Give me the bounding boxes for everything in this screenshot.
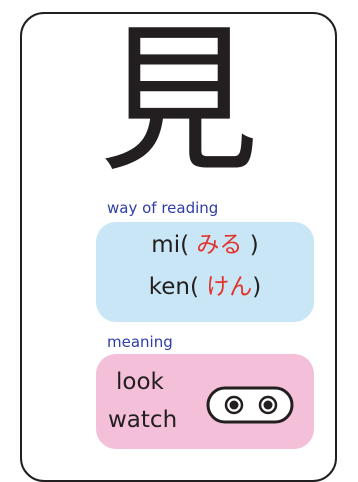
- meaning-box: look watch: [96, 354, 314, 449]
- meaning-label: meaning: [107, 333, 173, 351]
- reading-kana: けん: [198, 274, 253, 300]
- kanji-character: 見: [98, 7, 259, 194]
- reading-box: mi( みる ) ken( けん): [96, 222, 314, 322]
- meaning-word-look: look: [116, 369, 164, 395]
- reading-romaji: mi(: [151, 232, 190, 258]
- reading-kana: みる: [189, 232, 243, 258]
- reading-romaji: ken(: [148, 274, 199, 300]
- eyes-icon: [206, 386, 294, 424]
- reading-close: ): [242, 232, 259, 258]
- reading-line-on: ken( けん): [96, 272, 314, 302]
- meaning-word-watch: watch: [108, 407, 178, 433]
- reading-label: way of reading: [107, 199, 219, 217]
- reading-line-kun: mi( みる ): [96, 230, 314, 260]
- reading-close: ): [252, 274, 262, 300]
